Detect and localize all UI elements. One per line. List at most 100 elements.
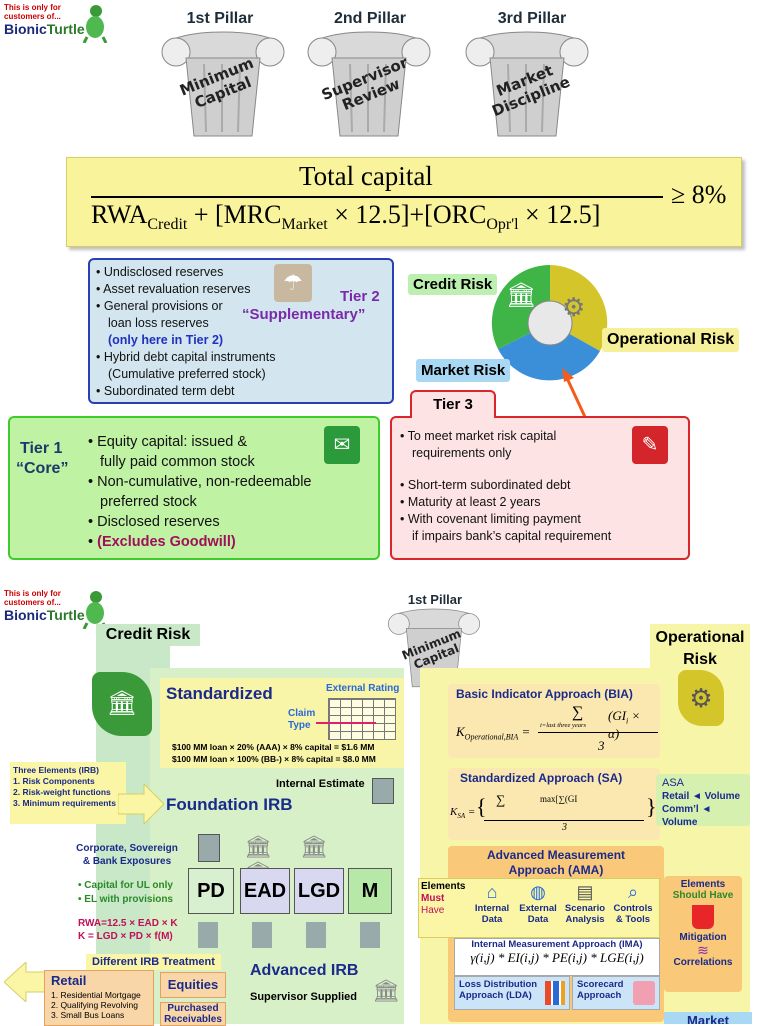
sa-sub: SA xyxy=(457,812,466,821)
tier1-title: Tier 1 xyxy=(20,440,63,457)
credit-risk-label: Credit Risk xyxy=(105,626,191,643)
external-rating-label: External Rating xyxy=(326,683,400,694)
operational-risk-label: Operational Risk xyxy=(655,629,745,668)
market-risk-label: Market Risk xyxy=(416,359,511,382)
list-item: 1. Risk Components xyxy=(13,776,95,786)
brand-name-a: Bionic xyxy=(4,21,47,37)
ama-element-label: External Data xyxy=(519,903,557,925)
brand-logo-2: This is only for customers of... BionicT… xyxy=(4,589,114,629)
pillar-title: 1st Pillar xyxy=(186,10,254,27)
list-item: Asset revaluation reserves xyxy=(103,282,251,296)
turtle-icon xyxy=(82,5,108,43)
list-item: To meet market risk capital xyxy=(407,429,557,443)
elements-should-title: Elements xyxy=(680,879,726,890)
elements-label: Elements xyxy=(421,881,466,892)
tier2-box: • Undisclosed reserves • Asset revaluati… xyxy=(88,258,394,404)
bank-icon: 🏛 xyxy=(372,978,400,1003)
pillar-title: 2nd Pillar xyxy=(333,10,407,27)
ama-element-label: Scenario Analysis xyxy=(564,903,606,925)
sa-formula: KSA = { ∑ max[∑(GI } 3 xyxy=(450,792,657,833)
list-item: if impairs bank’s capital requirement xyxy=(412,529,612,543)
calculator-icon xyxy=(372,778,394,804)
mrc-term: MRC xyxy=(223,200,282,229)
chart-icon: ▤ xyxy=(576,882,594,902)
tier3-list: • To meet market risk capital requiremen… xyxy=(400,429,612,543)
bucket-icon xyxy=(692,905,714,929)
pillar-3: 3rd Pillar Market Discipline xyxy=(462,10,602,140)
ama-element: ◍ External Data xyxy=(515,881,561,925)
pillar-1: 1st Pillar Minimum Capital xyxy=(150,10,290,140)
risk-pie-chart xyxy=(491,264,608,381)
globe-icon: ◍ xyxy=(530,882,546,902)
sa-title: Standardized Approach (SA) xyxy=(460,771,623,785)
tier1-list: • Equity capital: issued & fully paid co… xyxy=(88,434,312,550)
umbrella-icon: ☂ xyxy=(274,264,312,302)
list-item: fully paid common stock xyxy=(100,454,255,470)
ead-box: EAD xyxy=(240,868,290,914)
list-item: With covenant limiting payment xyxy=(407,512,581,526)
wave-icon: ≋ xyxy=(697,942,709,958)
list-item: loan loss reserves xyxy=(108,316,209,330)
brand-notice: This is only for customers of... xyxy=(4,3,61,21)
list-item: requirements only xyxy=(412,446,512,460)
ima-title: Internal Measurement Approach (IMA) xyxy=(471,939,643,950)
ima-box: Internal Measurement Approach (IMA) γ(i,… xyxy=(454,938,660,976)
formula-threshold: ≥ 8% xyxy=(671,180,727,209)
pillar-title: 3rd Pillar xyxy=(497,10,567,27)
list-item: Non-cumulative, non-redeemable xyxy=(97,474,312,490)
turtle-icon xyxy=(82,591,108,629)
market-tab: Market xyxy=(664,1012,752,1024)
capital-ul-text: • Capital for UL only xyxy=(78,880,173,891)
scorecard-label: Scorecard Approach xyxy=(577,979,624,1001)
ama-element: ⌂ Internal Data xyxy=(469,881,515,925)
equities-box: Equities xyxy=(160,972,226,998)
lda-box: Loss Distribution Approach (LDA) xyxy=(454,976,570,1010)
std-example-1: $100 MM loan × 20% (AAA) × 8% capital = … xyxy=(172,742,375,752)
credit-risk-label: Credit Risk xyxy=(408,274,498,295)
house-icon: ⌂ xyxy=(486,882,498,902)
rating-grid xyxy=(328,698,396,740)
list-item: 2. Risk-weight functions xyxy=(13,787,111,797)
bia-den: 3 xyxy=(598,738,605,753)
advanced-irb-title: Advanced IRB xyxy=(250,962,359,979)
rwa-sub: Credit xyxy=(147,216,188,234)
fraction-bar xyxy=(91,196,663,198)
list-item: 3. Minimum requirements xyxy=(13,798,116,808)
credit-risk-title: Credit Risk xyxy=(96,624,200,646)
piggy-bank-icon: ✉ xyxy=(324,426,360,464)
lgd-box: LGD xyxy=(294,868,344,914)
foundation-irb-title: Foundation IRB xyxy=(166,795,293,814)
list-item: 1. Residential Mortgage xyxy=(51,990,141,1000)
ama-element: ▤ Scenario Analysis xyxy=(561,881,609,925)
must-label: Must xyxy=(421,893,445,904)
corporate-exposures-label: Corporate, Sovereign & Bank Exposures xyxy=(76,843,178,867)
have-label: Have xyxy=(421,905,445,916)
ama-element: ⌕ Controls & Tools xyxy=(609,881,657,925)
elements-should-box: Elements Should Have Mitigation ≋ Correl… xyxy=(664,876,742,992)
purchased-receivables-box: Purchased Receivables xyxy=(160,1002,226,1026)
arrow-right-icon xyxy=(118,784,164,824)
scorecard-box: Scorecard Approach xyxy=(572,976,660,1010)
formula-denominator: RWACredit + [MRCMarket × 12.5]+[ORCOpr'l… xyxy=(91,200,601,234)
bank-icon: 🏛 xyxy=(506,282,537,309)
ama-element-label: Controls & Tools xyxy=(613,903,653,925)
pillar-icon xyxy=(307,31,431,137)
list-item: (Cumulative preferred stock) xyxy=(108,367,266,381)
list-item: (Excludes Goodwill) xyxy=(97,534,236,550)
three-elements-box: Three Elements (IRB) 1. Risk Components … xyxy=(10,762,126,824)
mrc-sub: Market xyxy=(281,216,328,234)
asa-retail: Retail ◄ Volume xyxy=(662,791,741,802)
list-item: Disclosed reserves xyxy=(97,514,220,530)
pillar-title: 1st Pillar xyxy=(407,592,463,607)
bia-title: Basic Indicator Approach (BIA) xyxy=(456,687,633,701)
orc-term: ORC xyxy=(432,200,487,229)
brand-name-b: Turtle xyxy=(46,607,85,623)
capital-ratio-formula: Total capital RWACredit + [MRCMarket × 1… xyxy=(66,157,742,247)
ima-formula: γ(i,j) * EI(i,j) * PE(i,j) * LGE(i,j) xyxy=(470,950,644,965)
should-have-label: Should Have xyxy=(672,890,734,901)
calculator-icon-row xyxy=(198,922,398,948)
price-tag-icon: ✎ xyxy=(632,426,668,464)
tier1-box: Tier 1 “Core” • Equity capital: issued &… xyxy=(8,416,380,560)
tier2-subtitle: “Supplementary” xyxy=(242,306,366,323)
rwa-term: RWA xyxy=(91,200,148,229)
